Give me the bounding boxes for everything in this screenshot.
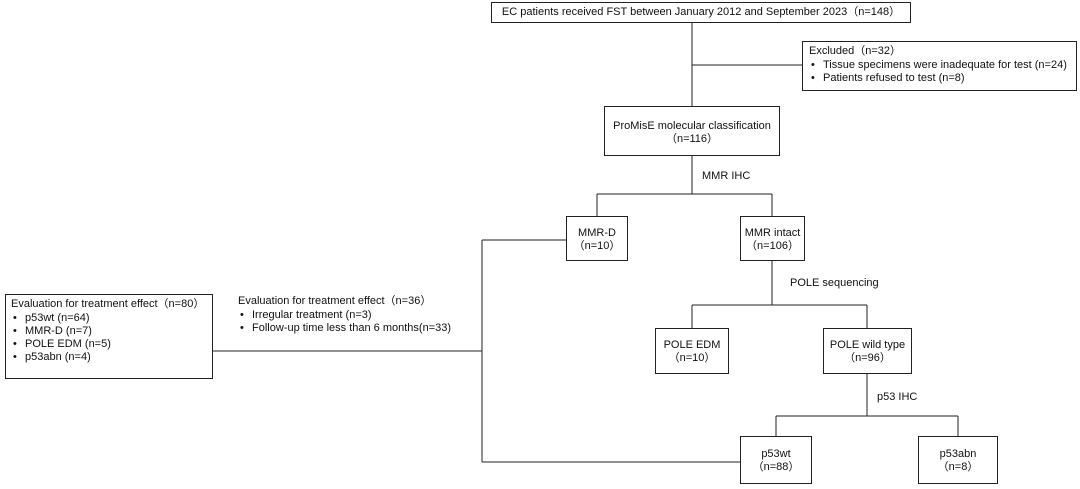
pole-wild-title: POLE wild type (829, 339, 906, 351)
mmr-d-box: MMR-D （n=10） (566, 216, 628, 261)
p53abn-box: p53abn （n=8） (918, 436, 998, 484)
promise-title: ProMisE molecular classification (613, 120, 771, 132)
promise-count: （n=116） (665, 133, 719, 145)
p53abn-count: （n=8） (937, 461, 979, 473)
excluded-item-refused: Patients refused to test (n=8) (809, 72, 1076, 85)
excluded-title: Excluded（n=32） (809, 45, 902, 57)
mmr-d-title: MMR-D (578, 227, 616, 239)
eval-excluded-title: Evaluation for treatment effect（n=36） (238, 295, 432, 307)
mmr-intact-count: （n=106） (746, 240, 799, 252)
p53wt-title: p53wt (761, 448, 791, 460)
pole-wild-box: POLE wild type （n=96） (823, 328, 912, 374)
eval-excluded-item-followup: Follow-up time less than 6 months(n=33) (238, 322, 451, 335)
eval-excluded-note: Evaluation for treatment effect（n=36） Ir… (238, 295, 451, 335)
evaluation-title: Evaluation for treatment effect（n=80） (11, 298, 205, 310)
mmr-d-count: （n=10） (573, 240, 621, 252)
mmr-ihc-label: MMR IHC (702, 170, 751, 182)
pole-edm-count: （n=10） (668, 352, 716, 364)
p53-ihc-label: p53 IHC (877, 391, 918, 403)
enrolled-text: EC patients received FST between January… (501, 6, 901, 18)
excluded-item-tissue: Tissue specimens were inadequate for tes… (809, 59, 1076, 72)
eval-excluded-item-irregular: Irregular treatment (n=3) (238, 309, 451, 322)
enrolled-box: EC patients received FST between January… (491, 2, 911, 23)
excluded-box: Excluded（n=32） Tissue specimens were ina… (802, 41, 1077, 91)
evaluation-item-pole-edm: POLE EDM (n=5) (11, 338, 212, 351)
p53abn-title: p53abn (939, 448, 977, 460)
p53wt-count: （n=88） (752, 461, 800, 473)
promise-box: ProMisE molecular classification （n=116） (604, 106, 780, 156)
evaluation-box: Evaluation for treatment effect（n=80） p5… (5, 294, 213, 379)
pole-sequencing-label: POLE sequencing (790, 277, 879, 289)
evaluation-list: p53wt (n=64) MMR-D (n=7) POLE EDM (n=5) … (11, 312, 212, 364)
evaluation-item-p53wt: p53wt (n=64) (11, 312, 212, 325)
pole-edm-box: POLE EDM （n=10） (655, 328, 729, 374)
evaluation-item-mmr-d: MMR-D (n=7) (11, 325, 212, 338)
pole-wild-count: （n=96） (844, 352, 891, 364)
mmr-intact-title: MMR intact (744, 227, 801, 239)
excluded-list: Tissue specimens were inadequate for tes… (809, 59, 1076, 85)
eval-excluded-list: Irregular treatment (n=3) Follow-up time… (238, 309, 451, 335)
pole-edm-title: POLE EDM (663, 339, 721, 351)
mmr-intact-box: MMR intact （n=106） (740, 216, 805, 261)
evaluation-item-p53abn: p53abn (n=4) (11, 351, 212, 364)
p53wt-box: p53wt （n=88） (740, 436, 812, 484)
